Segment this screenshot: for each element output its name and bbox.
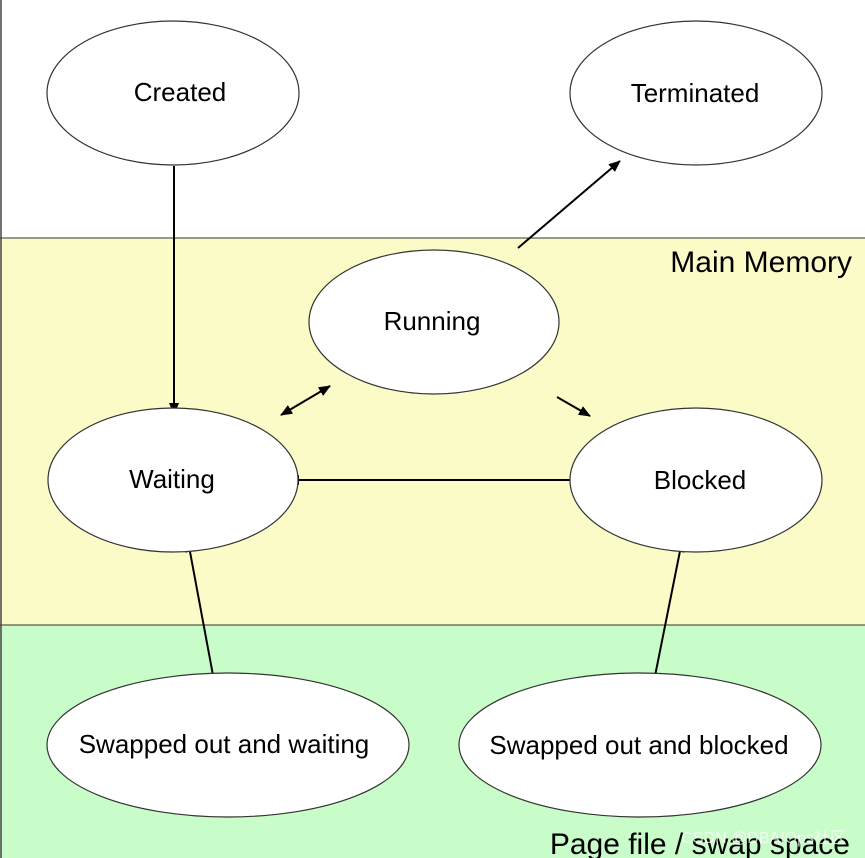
node-terminated-shape [569, 20, 823, 166]
node-waiting-label: Waiting [129, 464, 215, 494]
node-running: Running [308, 249, 560, 395]
node-running-shape [308, 249, 560, 395]
node-swapped-waiting: Swapped out and waiting [46, 672, 410, 818]
node-blocked: Blocked [569, 407, 823, 553]
page-file-label: Page file / swap space [550, 828, 850, 858]
node-blocked-shape [569, 407, 823, 553]
node-created-shape [46, 20, 300, 166]
node-swapped-waiting-label: Swapped out and waiting [79, 729, 370, 759]
edge-running-to-terminated [517, 160, 621, 249]
edge-waiting-swapped [185, 540, 218, 687]
node-swapped-blocked: Swapped out and blocked [458, 672, 822, 818]
node-swapped-waiting-shape [46, 672, 410, 818]
node-terminated-label: Terminated [631, 78, 760, 108]
main-memory-label: Main Memory [670, 246, 852, 279]
node-waiting: Waiting [47, 407, 299, 553]
node-blocked-label: Blocked [654, 465, 747, 495]
node-running-label: Running [384, 306, 481, 336]
watermark: CSDN @DBAIOps社区 [681, 829, 846, 847]
node-created-label: Created [134, 77, 227, 107]
node-swapped-blocked-shape [458, 672, 822, 818]
node-swapped-blocked-label: Swapped out and blocked [489, 730, 788, 760]
edge-blocked-swapped [650, 540, 685, 687]
node-terminated: Terminated [569, 20, 823, 166]
node-waiting-shape [47, 407, 299, 553]
edge-running-to-blocked [556, 396, 591, 417]
edge-waiting-running [280, 385, 331, 416]
node-created: Created [46, 20, 300, 166]
